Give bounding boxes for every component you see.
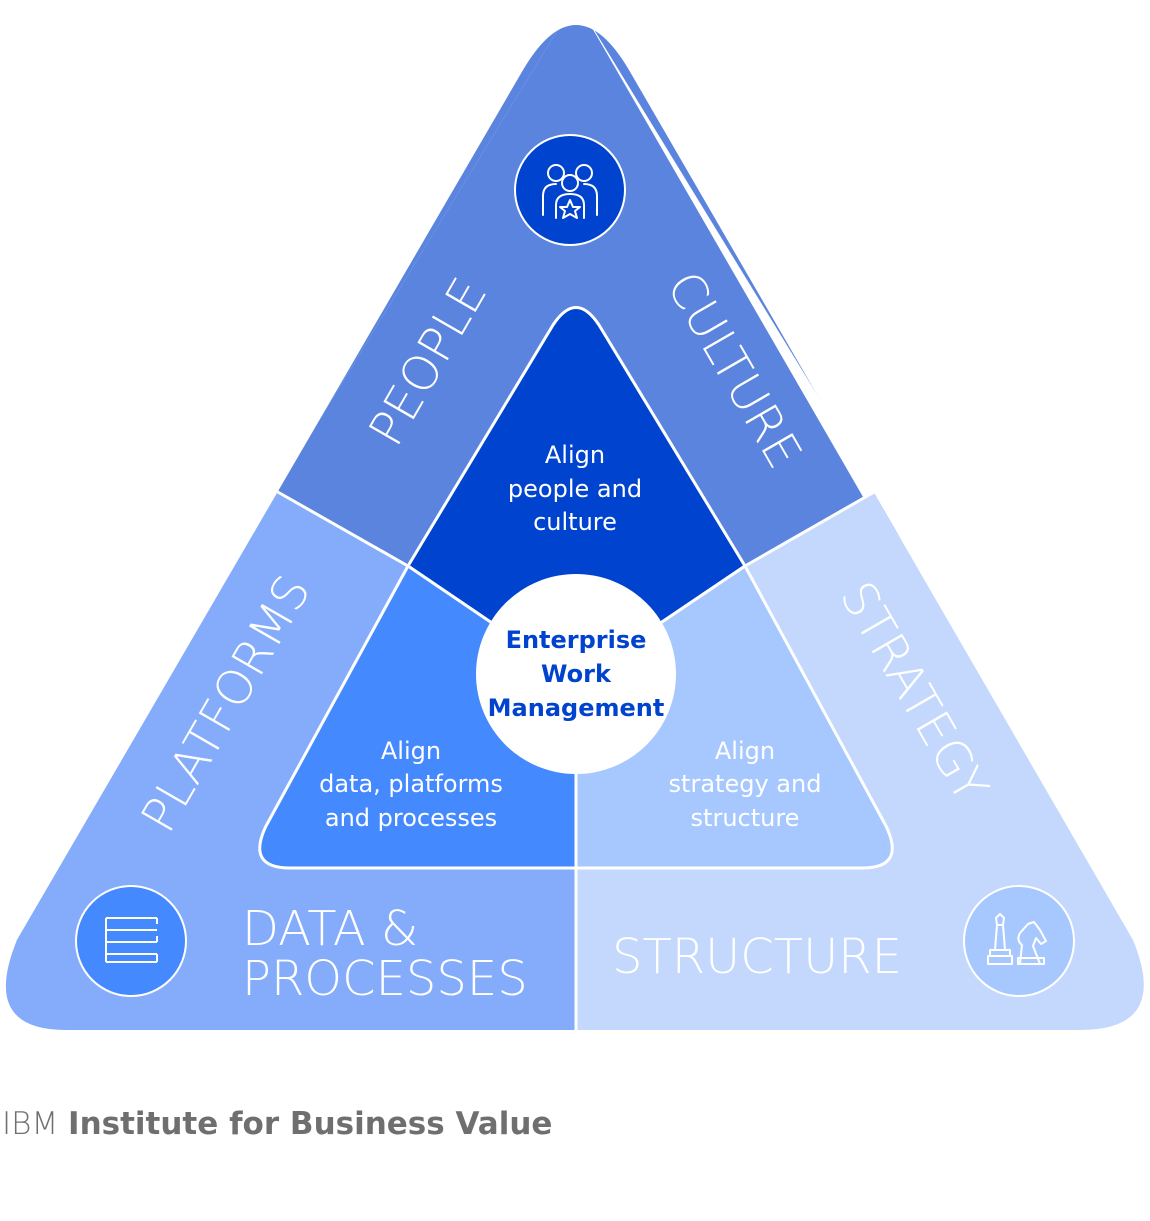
label-data: DATA & (242, 901, 418, 957)
inner-right-line-2: strategy and (669, 770, 822, 798)
divider-left (275, 489, 409, 568)
footer-logo: IBM Institute for Business Value (2, 1106, 552, 1142)
inner-left-line-1: Align (381, 737, 441, 765)
label-processes: PROCESSES (242, 951, 528, 1007)
center-line-1: Enterprise (506, 626, 647, 654)
inner-top-line-1: Align (545, 441, 605, 469)
center-circle (476, 574, 676, 774)
inner-left-line-3: and processes (325, 804, 497, 832)
inner-top-line-2: people and (508, 475, 642, 503)
inner-right-line-3: structure (691, 804, 800, 832)
divider-right (744, 489, 877, 568)
stacked-layers-icon (75, 885, 187, 997)
people-star-icon (514, 134, 626, 246)
inner-right-line-1: Align (715, 737, 775, 765)
inner-top-line-3: culture (533, 508, 617, 536)
footer-brand: IBM (2, 1106, 59, 1142)
center-line-3: Management (488, 694, 665, 722)
chess-pieces-icon (963, 885, 1075, 997)
footer-org: Institute for Business Value (68, 1106, 553, 1142)
center-line-2: Work (541, 660, 612, 688)
inner-left-line-2: data, platforms (319, 770, 503, 798)
label-structure: STRUCTURE (612, 929, 902, 985)
